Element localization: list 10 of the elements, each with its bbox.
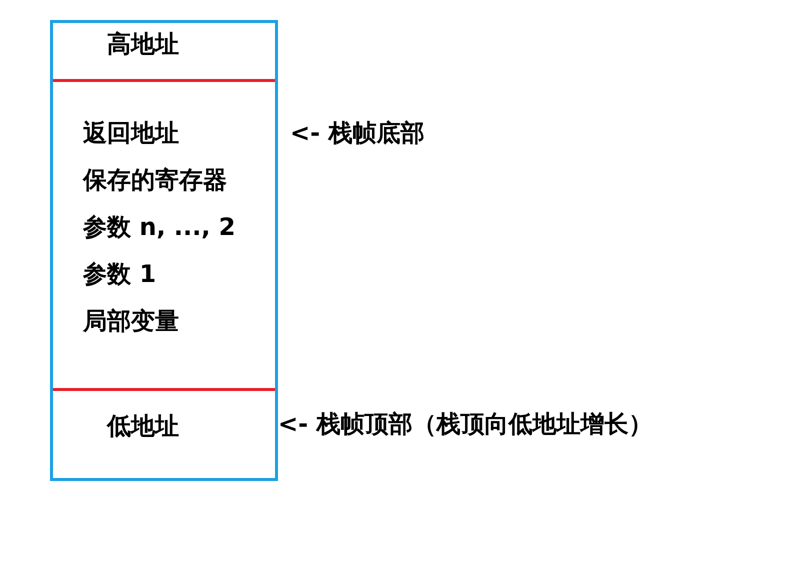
annotation-text: <- 栈帧顶部（栈顶向低地址增长）: [278, 409, 652, 439]
stack-frame-box: [50, 20, 278, 481]
section-text: 参数 1: [83, 259, 158, 289]
section-text: 保存的寄存器: [83, 165, 228, 195]
section-text: 局部变量: [83, 306, 180, 336]
annotation-text: <- 栈帧底部: [290, 118, 424, 148]
section-text: 参数 n, ..., 2: [83, 212, 236, 242]
section-text: 高地址: [107, 29, 180, 59]
section-text: 低地址: [107, 411, 180, 441]
section-text: 返回地址: [83, 118, 180, 148]
